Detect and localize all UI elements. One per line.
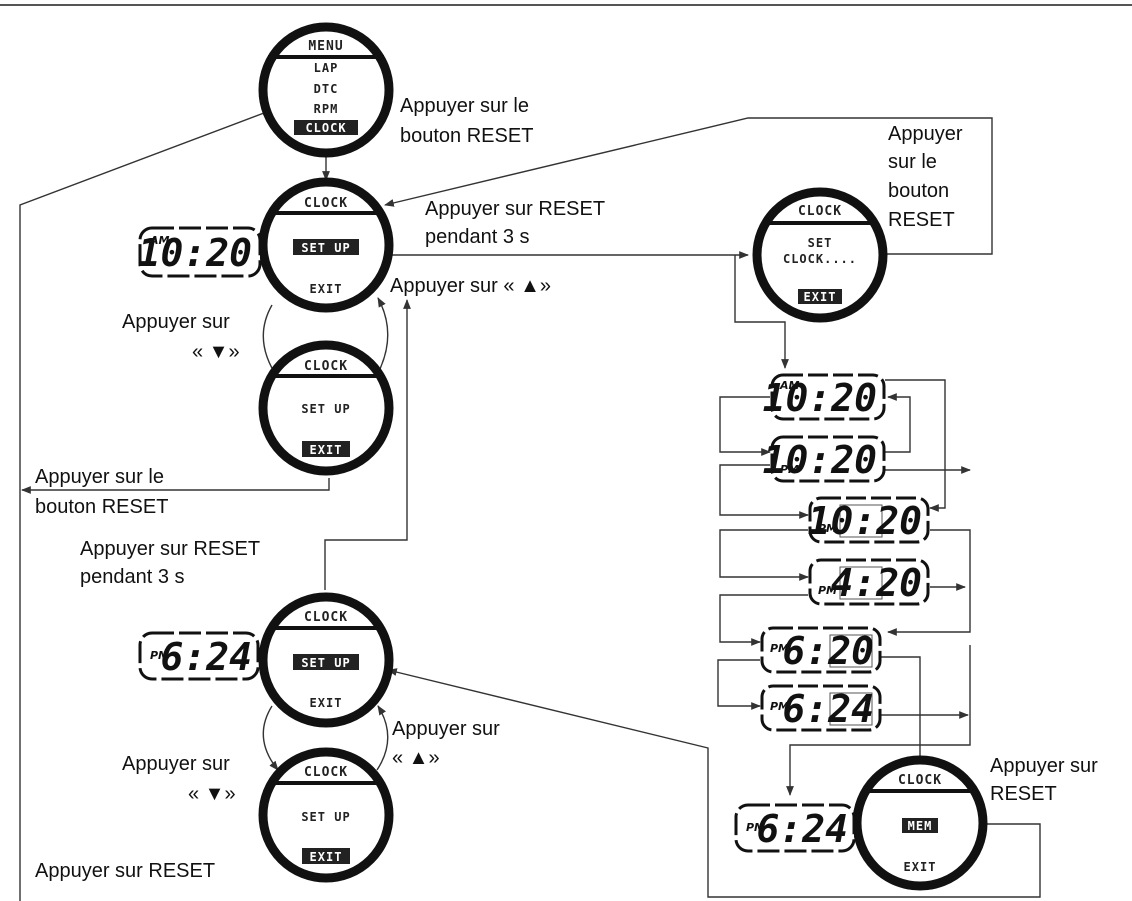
svg-text:10:20: 10:20 xyxy=(763,376,877,420)
label-press-down-bottom-line2: « ▼» xyxy=(188,783,236,805)
header-clock: CLOCK xyxy=(898,773,942,788)
time-display-pm-620: PM 6:20 xyxy=(760,626,882,674)
svg-text:PM: PM xyxy=(818,584,837,597)
label-press-down-top-line1: Appuyer sur xyxy=(122,311,230,333)
header-clock: CLOCK xyxy=(304,610,348,625)
svg-text:10:20: 10:20 xyxy=(808,499,922,543)
arrow-to-first-display xyxy=(734,255,789,369)
label-press-reset-exit-line1: Appuyer sur le xyxy=(35,466,164,488)
header-clock: CLOCK xyxy=(304,765,348,780)
svg-text:PM: PM xyxy=(150,649,169,662)
label-press-reset-menu-line2: bouton RESET xyxy=(400,125,533,147)
arc-down-bottom xyxy=(262,705,279,771)
time-display-pm-624-mem: PM 6:24 xyxy=(734,803,856,853)
time-display-pm-420: PM 4:20 xyxy=(808,558,930,606)
label-hold-reset-bottom-line1: Appuyer sur RESET xyxy=(80,538,260,560)
label-press-up-bottom-line2: « ▲» xyxy=(392,747,440,769)
arrow-exit-to-left xyxy=(21,478,330,494)
time-display-pm-1020: PM 10:20 xyxy=(763,435,886,483)
svg-text:6:24: 6:24 xyxy=(160,635,252,679)
svg-text:4:20: 4:20 xyxy=(830,561,922,605)
menu-header: MENU xyxy=(308,39,343,54)
label-hold-reset-top-line1: Appuyer sur RESET xyxy=(425,198,605,220)
svg-text:10:20: 10:20 xyxy=(138,231,252,275)
line-mem-selected: MEM xyxy=(908,819,933,833)
svg-text:AM: AM xyxy=(779,379,800,392)
svg-text:6:24: 6:24 xyxy=(782,687,874,731)
line-set: SET xyxy=(808,236,833,250)
time-display-pm-624-left: PM 6:24 xyxy=(138,631,260,681)
line-exit-selected: EXIT xyxy=(310,850,343,864)
menu-line-clock-selected: CLOCK xyxy=(305,121,346,135)
svg-text:10:20: 10:20 xyxy=(763,438,877,482)
label-press-reset-right-line1: Appuyer xyxy=(888,123,963,145)
svg-text:AM: AM xyxy=(149,234,170,247)
time-display-pm-624: PM 6:24 xyxy=(760,684,882,732)
header-clock: CLOCK xyxy=(798,204,842,219)
line-exit: EXIT xyxy=(310,282,343,296)
label-press-reset-right-line3: bouton xyxy=(888,180,949,202)
watch-clock-exit-1: CLOCK SET UP EXIT xyxy=(258,340,394,476)
line-exit: EXIT xyxy=(904,860,937,874)
label-press-reset-right-line2: sur le xyxy=(888,151,937,173)
line-exit: EXIT xyxy=(310,696,343,710)
label-hold-reset-top-line2: pendant 3 s xyxy=(425,226,530,248)
menu-line-lap: LAP xyxy=(314,61,339,75)
arrow-setclock-return xyxy=(384,117,993,255)
line-exit-selected: EXIT xyxy=(804,290,837,304)
svg-text:PM: PM xyxy=(818,522,837,535)
label-press-down-bottom-line1: Appuyer sur xyxy=(122,753,230,775)
line-clock-dots: CLOCK.... xyxy=(783,252,857,266)
arrow-return-to-menu xyxy=(19,109,273,901)
svg-text:PM: PM xyxy=(770,642,789,655)
line-setup-selected: SET UP xyxy=(301,241,350,255)
label-press-down-top-line2: « ▼» xyxy=(192,341,240,363)
svg-text:PM: PM xyxy=(746,821,765,834)
arc-up-bottom xyxy=(376,705,389,771)
watch-clock-exit-2: CLOCK SET UP EXIT xyxy=(258,747,394,883)
svg-text:PM: PM xyxy=(770,700,789,713)
line-exit-selected: EXIT xyxy=(310,443,343,457)
label-press-up-top: Appuyer sur « ▲» xyxy=(390,275,551,297)
label-press-up-bottom-line1: Appuyer sur xyxy=(392,718,500,740)
time-display-pm-1020-hour-edit: PM 10:20 xyxy=(808,496,930,544)
svg-text:6:20: 6:20 xyxy=(782,629,874,673)
line-setup: SET UP xyxy=(301,810,350,824)
label-hold-reset-bottom-line2: pendant 3 s xyxy=(80,566,185,588)
line-setup: SET UP xyxy=(301,402,350,416)
connectors xyxy=(19,109,1041,901)
label-press-reset-exit-line2: bouton RESET xyxy=(35,496,168,518)
watch-clock-setup-1: CLOCK SET UP EXIT xyxy=(258,177,394,313)
menu-line-rpm: RPM xyxy=(314,102,339,116)
label-press-reset-mem-line2: RESET xyxy=(990,783,1057,805)
instruction-labels: Appuyer sur le bouton RESET Appuyer sur … xyxy=(35,95,1098,882)
header-clock: CLOCK xyxy=(304,359,348,374)
watch-set-clock: CLOCK SET CLOCK.... EXIT xyxy=(752,187,888,323)
header-clock: CLOCK xyxy=(304,196,348,211)
arrow-hold-bottom-to-top xyxy=(324,299,411,590)
label-press-reset-right-line4: RESET xyxy=(888,209,955,231)
arrow-mem-return xyxy=(387,668,1041,898)
arc-up-top xyxy=(376,297,389,376)
svg-text:6:24: 6:24 xyxy=(756,807,848,851)
label-press-reset-mem-line1: Appuyer sur xyxy=(990,755,1098,777)
time-display-am-1020: AM 10:20 xyxy=(763,373,886,421)
label-press-reset-menu-line1: Appuyer sur le xyxy=(400,95,529,117)
label-press-reset-bottom: Appuyer sur RESET xyxy=(35,860,215,882)
time-display-am-1020-left: AM 10:20 xyxy=(138,226,262,278)
line-setup-selected: SET UP xyxy=(301,656,350,670)
watch-clock-mem: CLOCK MEM EXIT xyxy=(852,755,988,891)
watch-clock-setup-2: CLOCK SET UP EXIT xyxy=(258,592,394,728)
svg-text:PM: PM xyxy=(780,463,799,476)
watch-menu: MENU LAP DTC RPM CLOCK xyxy=(258,22,394,158)
menu-line-dtc: DTC xyxy=(314,82,339,96)
